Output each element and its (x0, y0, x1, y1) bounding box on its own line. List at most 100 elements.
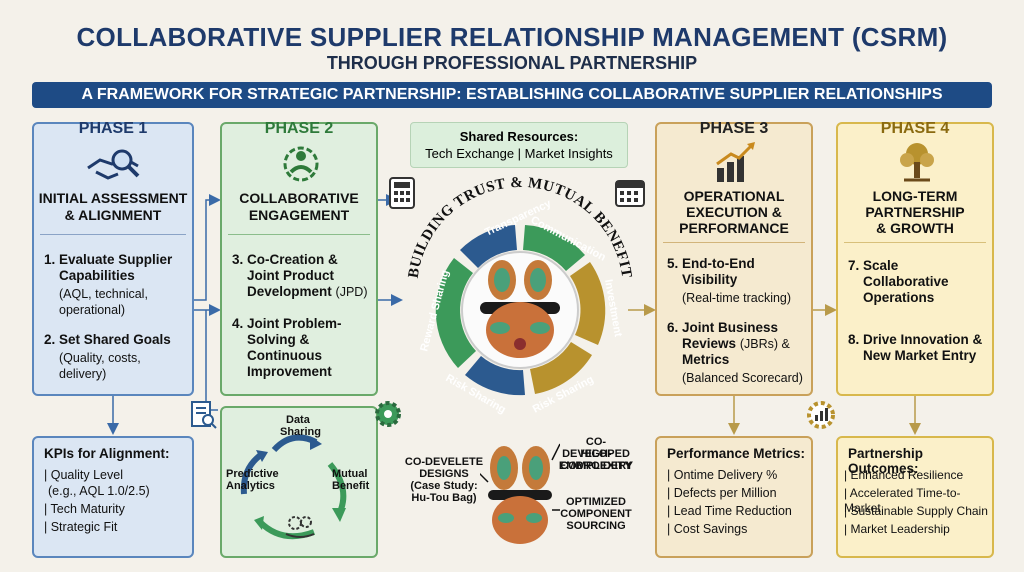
hands-gears-icon (285, 516, 315, 538)
item-1-sub-2: operational) (59, 303, 126, 317)
item-6-line2b: (JBRs) & (739, 337, 790, 351)
cycle-mutual-1: Mutual (332, 468, 368, 480)
trust-ring-diagram: BUILDING TRUST & MUTUAL BENEFIT Transpar… (406, 175, 634, 416)
case-study-bag-illustration (480, 443, 560, 544)
phase-4-panel: PHASE 4 LONG-TERM PARTNERSHIP & GROWTH 7… (836, 120, 994, 396)
kpi-alignment-box: KPIs for Alignment: | Quality Level (e.g… (32, 436, 194, 558)
perf-heading: Performance Metrics: (667, 446, 806, 461)
item-4-line2: Solving & (247, 332, 310, 347)
segment-investment: Investment (602, 278, 624, 338)
shared-resources-line: Tech Exchange | Market Insights (425, 146, 613, 161)
case-top-3: EMBROIDERY (558, 460, 634, 472)
gears-people-icon (283, 146, 319, 182)
item-6-sub: (Balanced Scorecard) (682, 371, 803, 385)
phase-3-title-line1: OPERATIONAL (683, 188, 785, 204)
item-7-line3: Operations (863, 290, 935, 305)
item-3-line3: Development (247, 284, 332, 299)
case-top-2: HIGH-COMPLEXITY (560, 448, 632, 472)
phase-1-title-line2: & ALIGNMENT (64, 207, 162, 223)
document-search-icon (191, 401, 217, 429)
item-4-line4: Improvement (247, 364, 332, 379)
item-1-title-2: Capabilities (59, 268, 135, 283)
kpi-item: | Quality Level (44, 468, 123, 482)
item-7-line2: Collaborative (863, 274, 949, 289)
phase-2-panel: PHASE 2 COLLABORATIVE ENGAGEMENT 3. Co-C… (220, 120, 378, 396)
phase-3-panel: PHASE 3 OPERATIONAL EXECUTION & PERFORMA… (655, 120, 813, 396)
phase-1-panel: PHASE 1 INITIAL ASSESSMENT & ALIGNMENT 1… (32, 120, 194, 396)
cycle-predictive-1: Predictive (226, 468, 279, 480)
handshake-magnifier-icon (87, 149, 140, 180)
gear-icon (375, 401, 401, 427)
item-8-line2: New Market Entry (863, 348, 977, 363)
performance-metrics-box: Performance Metrics: | Ontime Delivery %… (655, 436, 813, 558)
cycle-mutual-2: Benefit (332, 480, 370, 492)
partnership-outcomes-box: Partnership Outcomes: | Enhanced Resilie… (836, 436, 994, 558)
kpi-item: | Tech Maturity (44, 502, 125, 516)
phase-2-title-line1: COLLABORATIVE (239, 190, 359, 206)
item-2-sub-2: delivery) (59, 367, 107, 381)
item-5-line2: Visibility (682, 272, 738, 287)
outcomes-item: | Accelerated Time-to-Market (844, 486, 961, 515)
divider (40, 234, 186, 235)
hu-tou-bag-illustration (480, 260, 560, 358)
perf-item: | Lead Time Reduction (667, 504, 792, 518)
shared-resources-box: Shared Resources: Tech Exchange | Market… (410, 122, 628, 168)
item-5-sub: (Real-time tracking) (682, 291, 792, 305)
case-top-1: CO-DEVELOPED (562, 436, 630, 460)
item-7-line1: 7. Scale (848, 258, 899, 273)
item-6-line2: Reviews (682, 336, 737, 351)
cycle-data-sharing-2: Sharing (280, 426, 321, 438)
phase-3-label: PHASE 3 (699, 120, 769, 137)
item-3-line1: 3. Co-Creation & (232, 252, 338, 267)
outcomes-item: | Enhanced Resilience (844, 468, 964, 482)
shared-resources-heading: Shared Resources: (459, 129, 579, 144)
kpi-item: | Strategic Fit (44, 520, 118, 534)
page-subtitle: THROUGH PROFESSIONAL PARTNERSHIP (326, 53, 698, 73)
perf-item: | Ontime Delivery % (667, 468, 778, 482)
case-right-3: SOURCING (566, 520, 626, 532)
divider (663, 242, 805, 243)
phase-2-label: PHASE 2 (264, 120, 334, 137)
phase-4-title-line1: LONG-TERM (872, 188, 958, 204)
kpi-item: (e.g., AQL 1.0/2.5) (48, 484, 150, 498)
item-3-line2: Joint Product (247, 268, 334, 283)
kpi-heading: KPIs for Alignment: (44, 446, 170, 461)
item-8-line1: 8. Drive Innovation & (848, 332, 983, 347)
case-right-2: COMPONENT (560, 508, 632, 520)
phase-4-title-line2: PARTNERSHIP (865, 204, 965, 220)
item-6-line1: 6. Joint Business (667, 320, 779, 335)
page-title: COLLABORATIVE SUPPLIER RELATIONSHIP MANA… (76, 22, 948, 52)
phase-3-title-line3: PERFORMANCE (679, 220, 789, 236)
divider (228, 234, 370, 235)
collaboration-cycle-box: Data Sharing Mutual Benefit Predictive A… (220, 406, 378, 558)
item-4-line3: Continuous (247, 348, 322, 363)
calculator-icon (389, 177, 415, 209)
outcomes-heading: Partnership Outcomes: (848, 446, 924, 476)
case-left-4: Hu-Tou Bag) (411, 492, 477, 504)
item-2-sub: (Quality, costs, (59, 351, 141, 365)
calendar-icon (615, 180, 645, 207)
perf-item: | Defects per Million (667, 486, 777, 500)
phase-2-title-line2: ENGAGEMENT (248, 207, 350, 223)
perf-item: | Cost Savings (667, 522, 748, 536)
framework-banner: A FRAMEWORK FOR STRATEGIC PARTNERSHIP: E… (32, 82, 992, 108)
item-1-title: 1. Evaluate Supplier (44, 252, 173, 267)
item-4-line1: 4. Joint Problem- (232, 316, 342, 331)
phase-1-title-line1: INITIAL ASSESSMENT (38, 190, 188, 206)
bar-chart-arrow-icon (716, 142, 755, 182)
item-6-line3: Metrics (682, 352, 730, 367)
gear-chart-icon (807, 401, 835, 429)
phase-4-title-line3: & GROWTH (876, 220, 954, 236)
outcomes-item: | Sustainable Supply Chain (844, 504, 988, 518)
case-left-2: DESIGNS (419, 468, 469, 480)
tree-icon (900, 143, 934, 182)
phase-3-title-line2: EXECUTION & (686, 204, 782, 220)
phase-4-label: PHASE 4 (880, 120, 950, 137)
cycle-predictive-2: Analytics (226, 480, 275, 492)
item-2-title: 2. Set Shared Goals (44, 332, 171, 347)
item-5-line1: 5. End-to-End (667, 256, 755, 271)
phase-1-label: PHASE 1 (78, 120, 148, 137)
item-1-sub: (AQL, technical, (59, 287, 148, 301)
case-left-1: CO-DEVELETE (404, 456, 484, 468)
